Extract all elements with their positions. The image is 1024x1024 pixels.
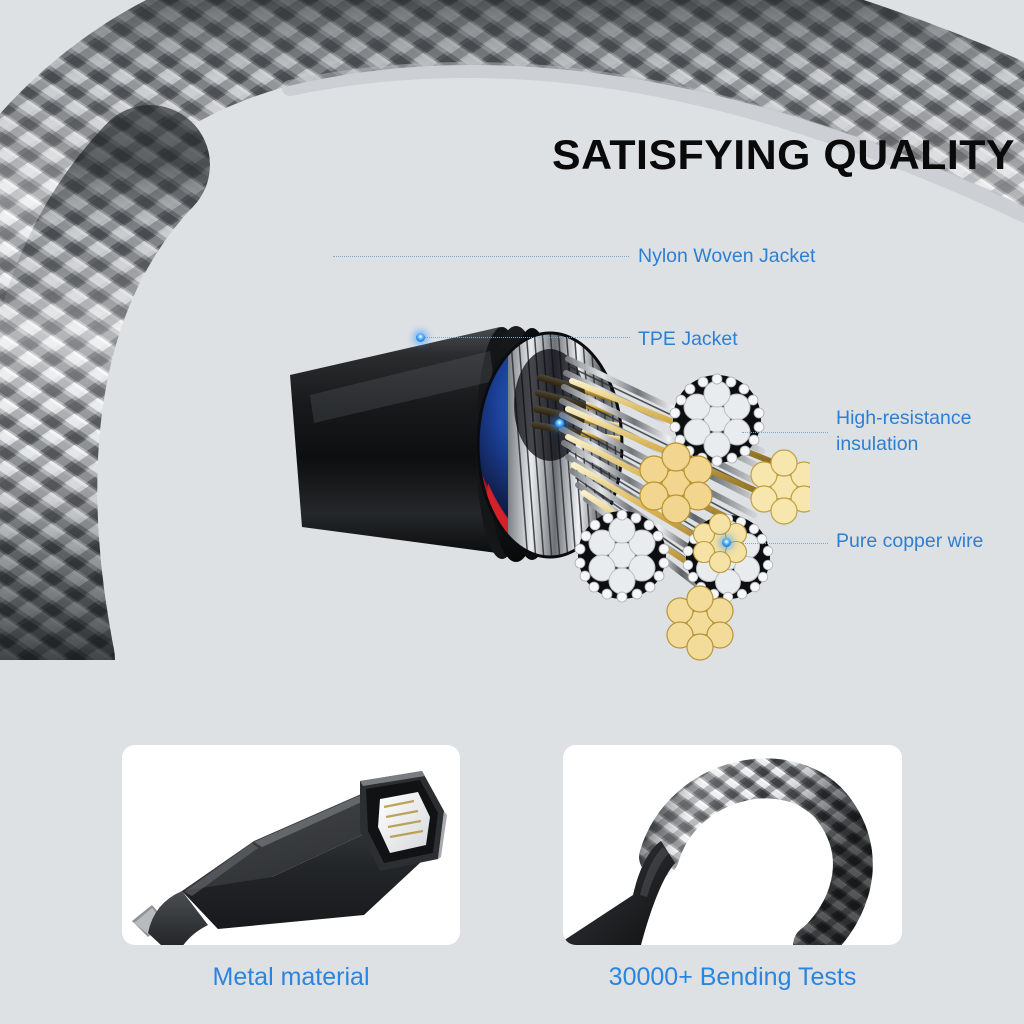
marker-dot-tpe-jacket [416,333,425,342]
marker-dot-pure-copper-wire [722,538,731,547]
panel-caption-bending-tests: 30000+ Bending Tests [608,963,857,991]
feature-panel-bending-tests [563,745,902,945]
braided-loop-illustration [563,745,902,945]
insulated-bundle-lower-left [574,509,670,603]
leader-line-nylon-woven-jacket [333,256,629,257]
callout-label-pure-copper-wire: Pure copper wire [836,530,984,552]
leader-line-pure-copper-wire [742,543,828,544]
callout-label-tpe-jacket: TPE Jacket [638,328,738,350]
copper-cluster-b [750,449,818,525]
marker-dot-high-resistance-insulation [555,419,564,428]
leader-line-high-resistance-insulation [742,432,828,433]
connector-cutaway-illustration [250,255,818,675]
panel-caption-metal-material: Metal material [212,963,370,991]
page-title: SATISFYING QUALITY [552,131,1015,178]
copper-cluster-a [639,442,713,524]
feature-panel-metal-material [122,745,460,945]
copper-cluster-c [692,512,748,574]
copper-cluster-d [666,585,734,661]
callout-label-high-resistance-insulation: High-resistance insulation [836,407,972,455]
callout-label-nylon-woven-jacket: Nylon Woven Jacket [638,245,816,267]
connector-svg [290,326,818,661]
leader-line-tpe-jacket [420,337,630,338]
usb-a-connector-illustration [132,771,447,945]
